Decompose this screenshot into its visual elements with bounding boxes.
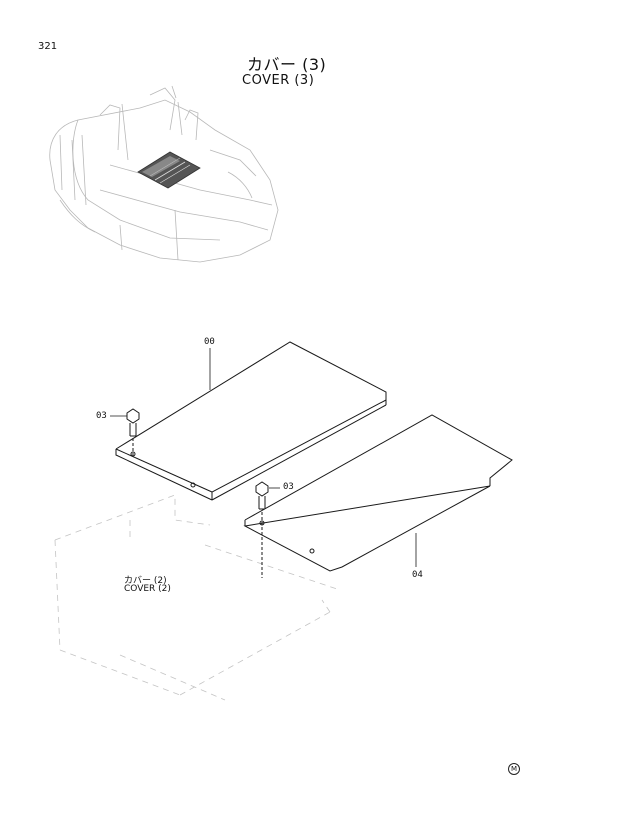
callout-part-00: 00 (204, 337, 215, 347)
callout-part-03-right: 03 (283, 482, 294, 492)
callout-part-04: 04 (412, 570, 423, 580)
page-title-japanese: カバー (3) (247, 55, 327, 74)
locator-highlight-panel (137, 151, 201, 189)
part-00-cover-panel (115, 341, 387, 501)
part-04-cover-panel (243, 414, 513, 572)
page-title-english: COVER (3) (242, 73, 315, 88)
callout-part-03-left: 03 (96, 411, 107, 421)
leader-lines (110, 348, 417, 567)
reference-label-english: COVER (2) (124, 584, 171, 594)
page-number: 321 (38, 41, 58, 52)
part-03-bolt-right (255, 481, 269, 578)
circled-m-mark: M (508, 763, 520, 775)
cover-2-reference-outline (54, 494, 341, 701)
part-03-bolt-left (126, 408, 140, 456)
reference-label-japanese: カバー (2) (124, 576, 167, 586)
